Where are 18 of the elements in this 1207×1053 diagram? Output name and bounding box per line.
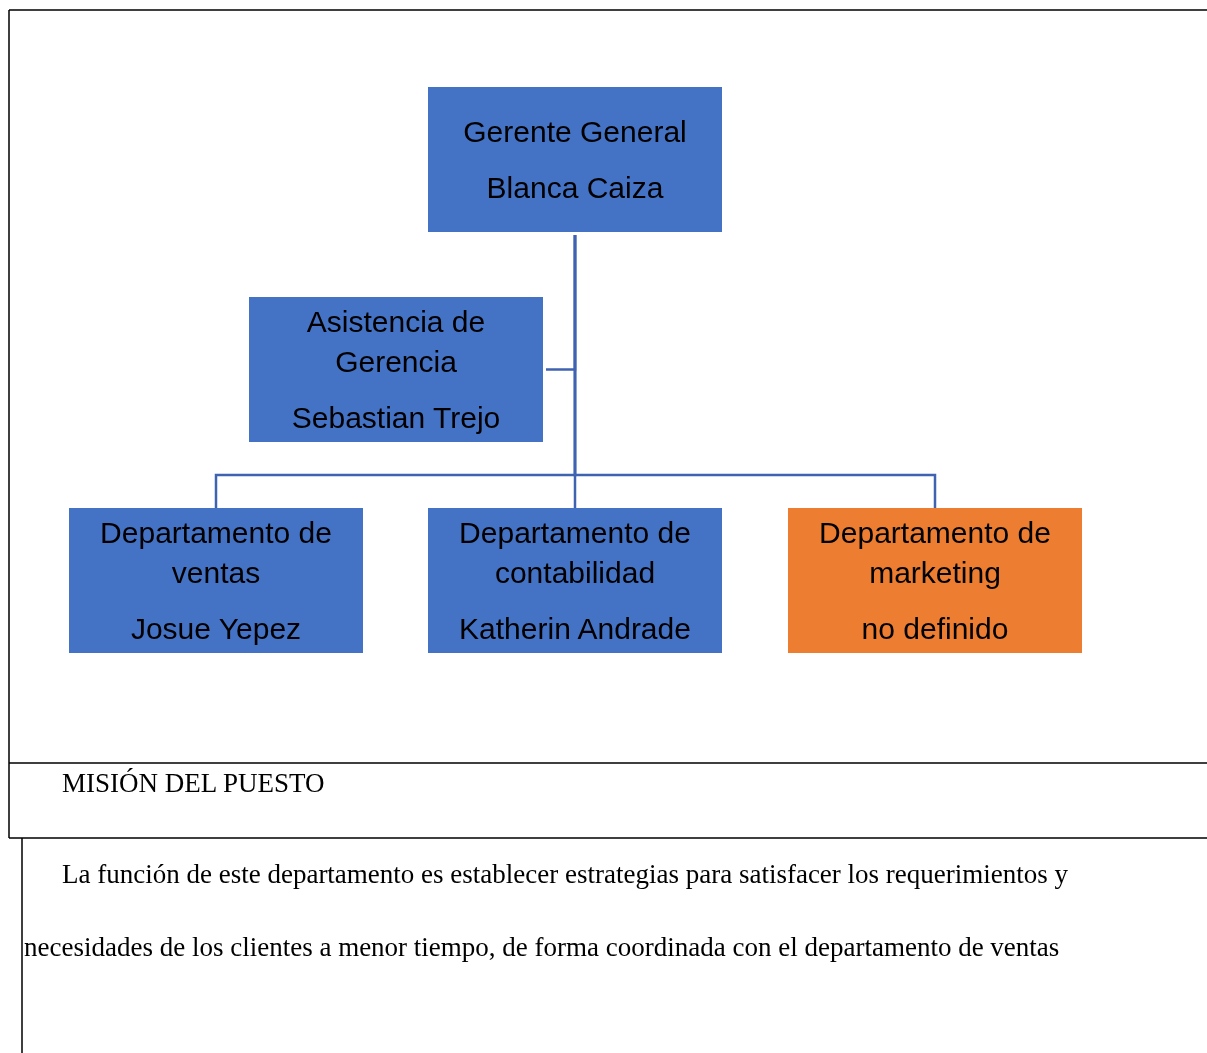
org-chart-box: [69, 508, 363, 653]
position-title: Departamento de ventas: [99, 514, 333, 591]
org-chart-box: [788, 508, 1082, 653]
position-title: Departamento de contabilidad: [458, 514, 692, 591]
position-title: Departamento de marketing: [818, 514, 1052, 591]
connector-line: [573, 235, 937, 508]
person-name: no definido: [861, 610, 1009, 647]
section-heading: MISIÓN DEL PUESTO: [62, 767, 326, 800]
person-name: Katherin Andrade: [459, 610, 691, 647]
person-name: Sebastian Trejo: [291, 399, 501, 436]
position-title: Asistencia de Gerencia: [305, 303, 487, 380]
person-name: Josue Yepez: [130, 610, 302, 647]
org-chart-box: [428, 87, 722, 232]
position-title: Gerente General: [463, 113, 687, 150]
org-chart-box: [428, 508, 722, 653]
org-chart-box: [249, 297, 543, 442]
person-name: Blanca Caiza: [486, 169, 664, 206]
paragraph: La función de este departamento es establecer estrategias para satisfacer los requerimientos y necesidades de los clientes a menor tiempo, de forma coordinada con el departamento de ventas: [24, 858, 1070, 964]
